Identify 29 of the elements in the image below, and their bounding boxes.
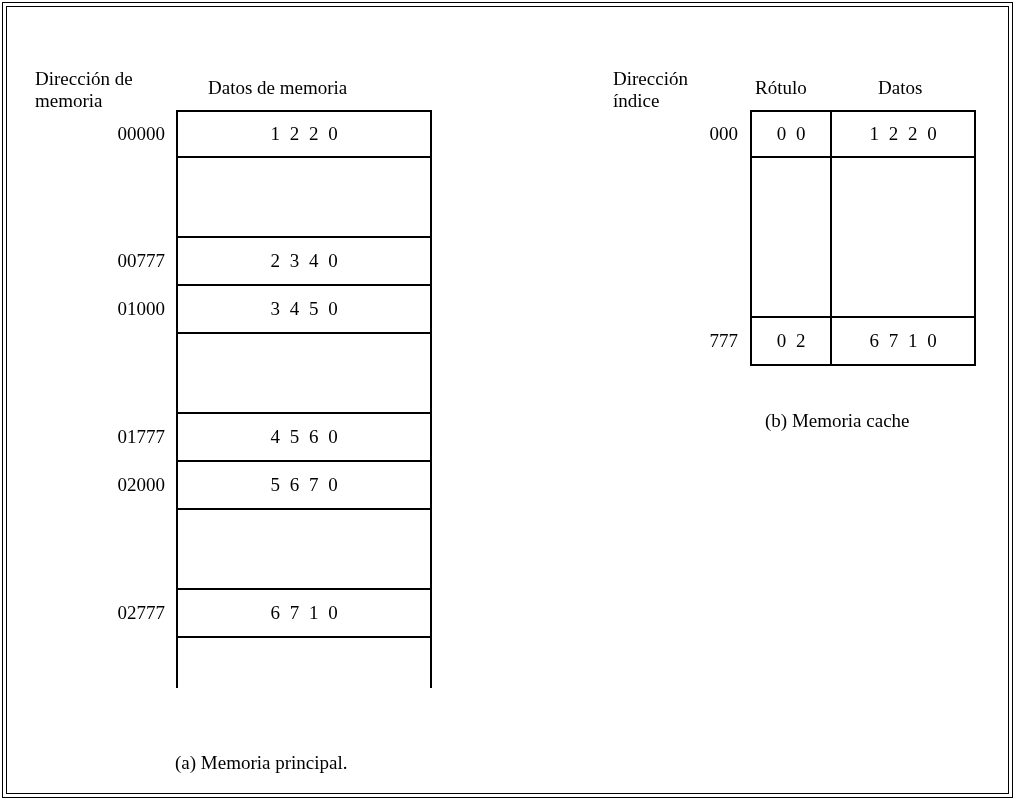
address-label: 00000: [117, 123, 165, 145]
memory-cell: 1 2 2 0: [830, 110, 976, 158]
address-label: 02777: [117, 602, 165, 624]
figure-caption: (b) Memoria cache: [765, 410, 910, 432]
memory-cell: 2 3 4 0: [176, 236, 432, 286]
memory-cell: 6 7 1 0: [830, 316, 976, 366]
address-label: 01777: [117, 426, 165, 448]
empty-memory-cell: [176, 636, 432, 688]
address-label: 777: [709, 330, 738, 352]
address-label: 01000: [117, 298, 165, 320]
empty-memory-cell: [176, 332, 432, 414]
column-header: Datos: [878, 77, 923, 99]
empty-memory-cell: [176, 508, 432, 590]
address-label: 000: [709, 123, 738, 145]
memory-cell: 0 0: [750, 110, 832, 158]
memory-cell: 1 2 2 0: [176, 110, 432, 158]
address-label: 00777: [117, 250, 165, 272]
memory-cell: 0 2: [750, 316, 832, 366]
figure-caption: (a) Memoria principal.: [175, 752, 348, 774]
address-label: 02000: [117, 474, 165, 496]
column-header: Dirección índice: [613, 68, 689, 112]
column-header: Rótulo: [755, 77, 807, 99]
memory-cell: 4 5 6 0: [176, 412, 432, 462]
column-header: Dirección de memoria: [35, 68, 134, 112]
column-header: Datos de memoria: [208, 77, 348, 99]
empty-memory-cell: [176, 156, 432, 238]
memory-cell: 6 7 1 0: [176, 588, 432, 638]
memory-cell: 5 6 7 0: [176, 460, 432, 510]
memory-cell: 3 4 5 0: [176, 284, 432, 334]
